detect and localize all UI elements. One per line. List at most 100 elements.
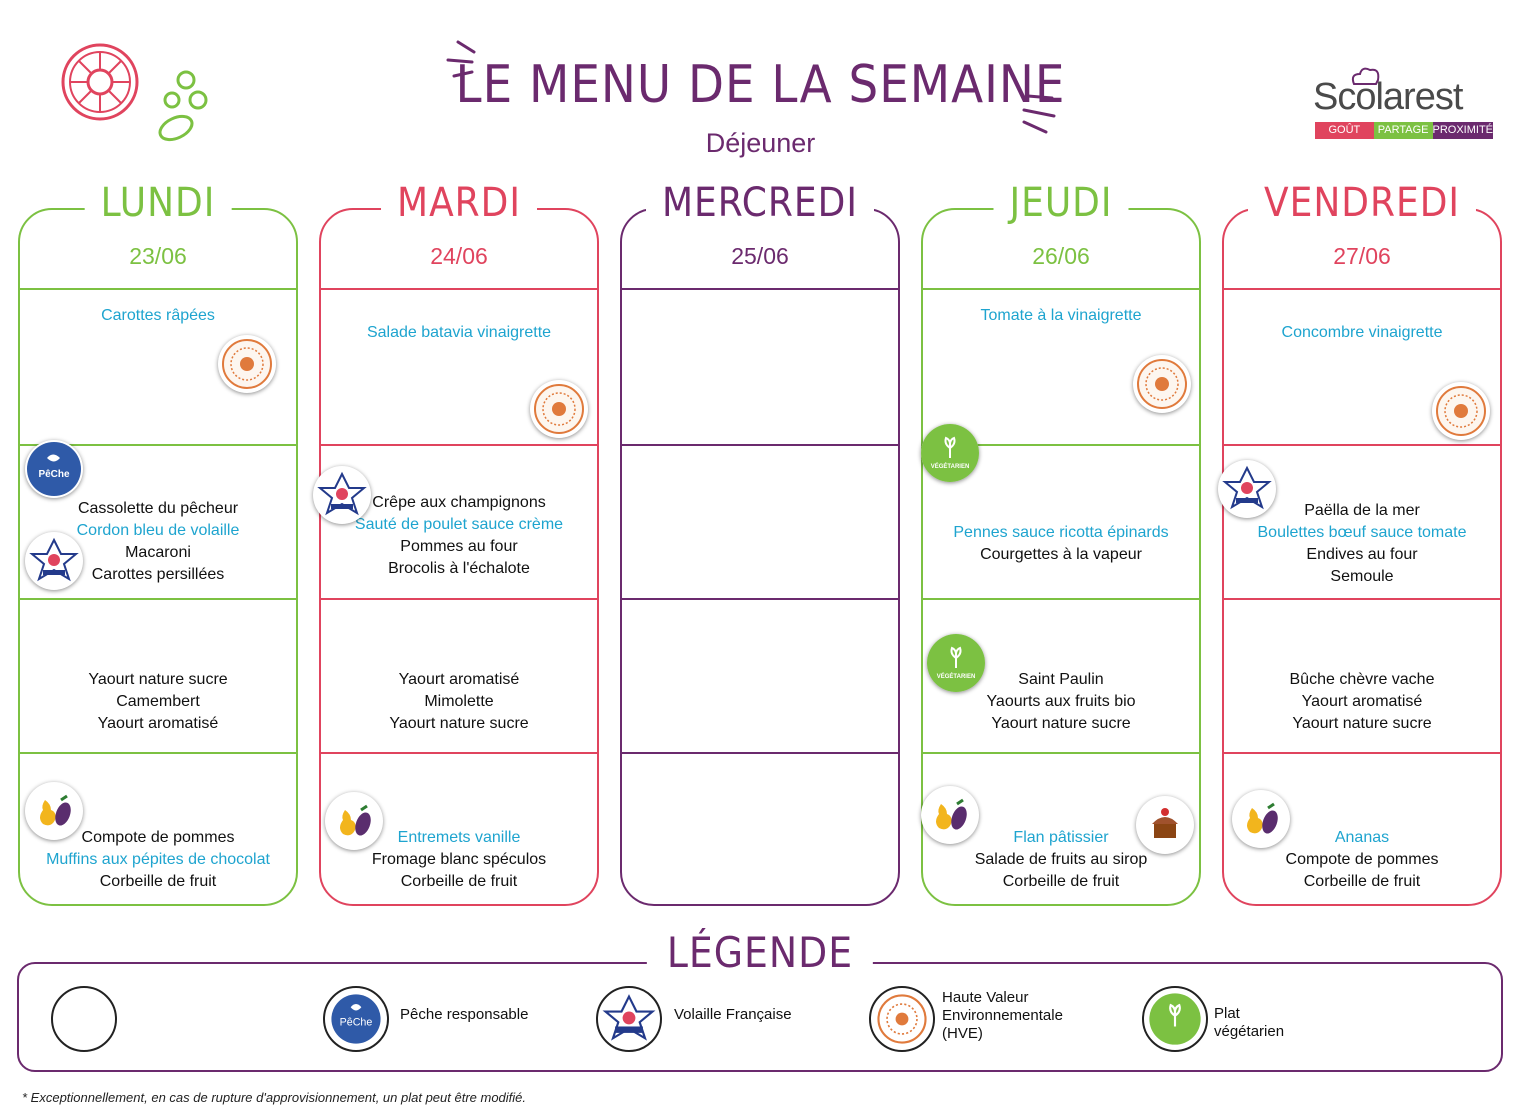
menu-item: Corbeille de fruit <box>99 873 217 890</box>
menu-item: Yaourt nature sucre <box>991 715 1131 732</box>
menu-item: Salade batavia vinaigrette <box>366 324 552 341</box>
fruit-badge-icon <box>325 792 383 850</box>
svg-text:PêChe: PêChe <box>340 1016 373 1028</box>
row-divider <box>921 444 1201 446</box>
fruit-badge-icon <box>921 786 979 844</box>
menu-item: Compote de pommes <box>81 829 235 846</box>
row-divider <box>620 598 900 600</box>
title-decoration-right <box>1018 90 1062 141</box>
menu-item: Yaourt nature sucre <box>88 671 228 688</box>
row-divider <box>319 288 599 290</box>
page-title: LE MENU DE LA SEMAINE <box>455 55 1066 115</box>
peche-badge-icon: PêChe <box>25 440 83 498</box>
row-divider <box>620 752 900 754</box>
logo-wordmark: Scolarest <box>1313 76 1463 118</box>
row-divider <box>18 288 298 290</box>
course-block: Concombre vinaigrette <box>1222 322 1502 344</box>
row-divider <box>319 752 599 754</box>
menu-item: Compote de pommes <box>1285 851 1439 868</box>
row-divider <box>1222 598 1502 600</box>
legend-title: LÉGENDE <box>646 928 874 977</box>
menu-item: Endives au four <box>1306 546 1418 563</box>
menu-item: Tomate à la vinaigrette <box>980 307 1142 324</box>
peche-responsable-icon: PêChe <box>323 986 389 1052</box>
vege-badge-icon: VÉGÉTARIEN <box>927 634 985 692</box>
row-divider <box>18 444 298 446</box>
row-divider <box>921 752 1201 754</box>
menu-item: Courgettes à la vapeur <box>980 546 1142 563</box>
menu-item: Fromage blanc spéculos <box>371 851 547 868</box>
hve-badge-icon <box>1432 382 1490 440</box>
row-divider <box>620 444 900 446</box>
tomato-slice-illustration <box>60 42 220 152</box>
volaille-badge-icon <box>25 532 83 590</box>
day-date: 27/06 <box>1333 243 1391 269</box>
row-divider <box>921 598 1201 600</box>
menu-item: Semoule <box>1330 568 1394 585</box>
legend-label-vegetarien: Plat végétarien <box>1214 1005 1285 1040</box>
hve-badge-icon <box>530 380 588 438</box>
menu-item: Yaourts aux fruits bio <box>986 693 1136 710</box>
menu-item: Pennes sauce ricotta épinards <box>953 524 1169 541</box>
menu-item: Yaourt aromatisé <box>1301 693 1423 710</box>
menu-item: Yaourt nature sucre <box>389 715 529 732</box>
course-block: Carottes râpées <box>18 305 298 327</box>
day-date: 23/06 <box>129 243 187 269</box>
day-date: 25/06 <box>731 243 789 269</box>
menu-item: Boulettes bœuf sauce tomate <box>1257 524 1467 541</box>
day-name: LUNDI <box>84 180 232 232</box>
menu-item: Macaroni <box>125 544 191 561</box>
hve-badge-icon <box>218 335 276 393</box>
chef-hat-icon <box>1348 66 1384 93</box>
menu-item: Saint Paulin <box>1018 671 1104 688</box>
menu-item: Mimolette <box>424 693 494 710</box>
row-divider <box>18 598 298 600</box>
logo-tag-3: PROXIMITÉ <box>1432 122 1494 139</box>
logo-tagline: GOÛT PARTAGE PROXIMITÉ <box>1315 122 1494 139</box>
menu-item: Crêpe aux champignons <box>372 494 546 511</box>
row-divider <box>1222 752 1502 754</box>
footnote: * Exceptionnellement, en cas de rupture … <box>22 1090 527 1105</box>
menu-item: Camembert <box>116 693 200 710</box>
hve-icon <box>869 986 935 1052</box>
meal-subtitle: Déjeuner <box>705 128 816 158</box>
day-date: 24/06 <box>430 243 488 269</box>
menu-item: Pommes au four <box>400 538 518 555</box>
svg-text:VÉGÉTARIEN: VÉGÉTARIEN <box>937 672 976 680</box>
menu-item: Cassolette du pêcheur <box>77 500 239 517</box>
course-block: Salade batavia vinaigrette <box>319 322 599 344</box>
viande-badge-icon <box>1218 460 1276 518</box>
menu-item: Carottes râpées <box>101 307 215 324</box>
menu-item: Salade de fruits au sirop <box>974 851 1148 868</box>
volaille-francaise-icon <box>596 986 662 1052</box>
day-card-2 <box>620 208 900 906</box>
row-divider <box>921 288 1201 290</box>
fruit-badge-icon <box>1232 790 1290 848</box>
day-name: MARDI <box>381 180 537 232</box>
legend-label-peche: Pêche responsable <box>400 1006 529 1023</box>
svg-text:VÉGÉTARIEN: VÉGÉTARIEN <box>931 462 970 470</box>
menu-item: Entremets vanille <box>397 829 521 846</box>
title-decoration-left <box>444 38 488 87</box>
day-date: 26/06 <box>1032 243 1090 269</box>
day-name: JEUDI <box>993 180 1129 232</box>
row-divider <box>319 444 599 446</box>
fruit-badge-icon <box>25 782 83 840</box>
menu-item: Yaourt aromatisé <box>398 671 520 688</box>
row-divider <box>1222 444 1502 446</box>
course-block: Tomate à la vinaigrette <box>921 305 1201 327</box>
hve-badge-icon <box>1133 355 1191 413</box>
menu-item: Carottes persillées <box>91 566 225 583</box>
svg-text:PêChe: PêChe <box>38 469 70 480</box>
menu-item: Bûche chèvre vache <box>1289 671 1435 688</box>
